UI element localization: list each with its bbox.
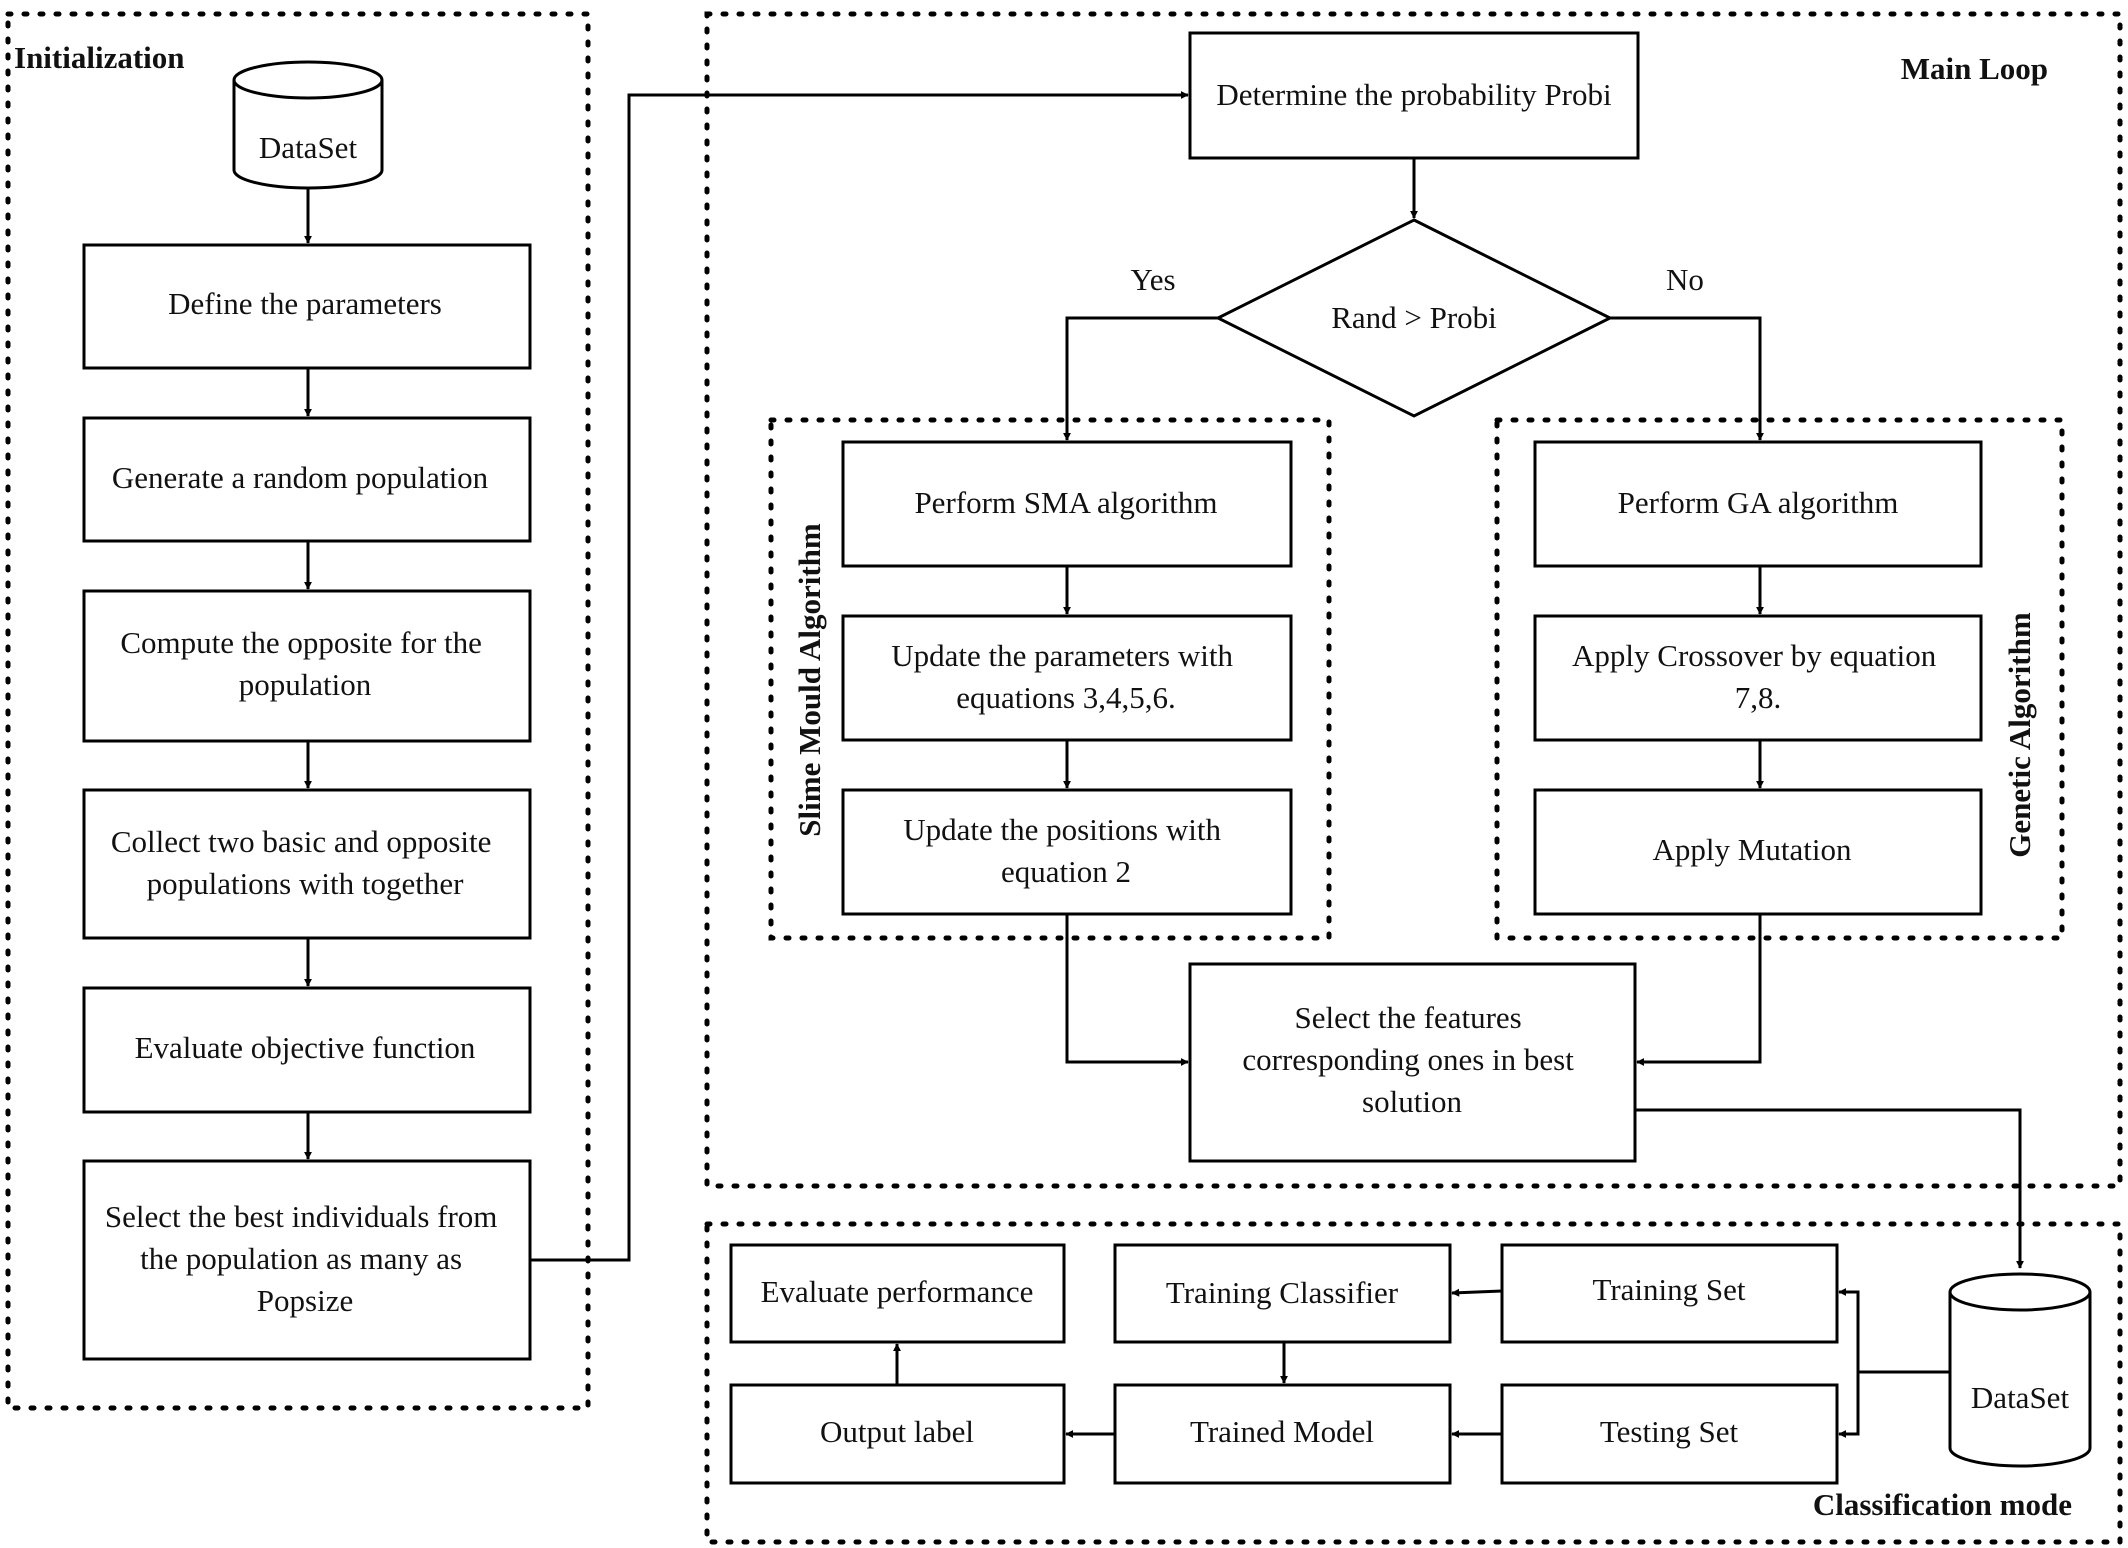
ga-crossover-label: Apply Crossover by equation 7,8. <box>1572 638 1944 715</box>
select-best-label: Select the best individuals from the pop… <box>105 1199 505 1318</box>
trained-model-box <box>1113 1383 1452 1485</box>
testing-set-box <box>1500 1383 1839 1485</box>
training-classifier-label: Training Classifier <box>1166 1275 1399 1310</box>
ga-crossover-line-2: 7,8. <box>1735 680 1782 715</box>
testing-set-label: Testing Set <box>1600 1414 1739 1449</box>
classification-mode-title: Classification mode <box>1813 1487 2072 1522</box>
sma-update-positions-box <box>841 788 1293 916</box>
evaluate-performance-box <box>729 1243 1066 1344</box>
collect-populations-box <box>82 788 532 940</box>
training-set-label: Training Set <box>1592 1272 1745 1307</box>
arrow-sma-to-select-features <box>1065 914 1189 1066</box>
arrow-dataset-to-testing-set <box>1838 1372 1860 1438</box>
select-features-line-3: solution <box>1362 1084 1462 1119</box>
yes-label: Yes <box>1130 262 1175 297</box>
no-label: No <box>1666 262 1704 297</box>
determine-probability-box <box>1188 31 1640 160</box>
initialization-region <box>5 11 591 1411</box>
select-features-box <box>1188 962 1637 1163</box>
compute-opposite-label: Compute the opposite for the population <box>120 625 489 702</box>
sma-update-positions-label: Update the positions with equation 2 <box>903 812 1228 889</box>
output-label-box <box>729 1383 1066 1485</box>
collect-populations-label: Collect two basic and opposite populatio… <box>111 824 499 901</box>
select-best-box <box>82 1159 532 1361</box>
sma-perform-label: Perform SMA algorithm <box>914 485 1217 520</box>
compute-opposite-line-2: population <box>239 667 372 702</box>
arrow-dataset-to-training-set <box>1838 1288 1860 1372</box>
training-set-box <box>1500 1243 1839 1344</box>
sma-update-params-line-2: equations 3,4,5,6. <box>956 680 1176 715</box>
collect-populations-line-1: Collect two basic and opposite <box>111 824 492 859</box>
evaluate-performance-label: Evaluate performance <box>761 1274 1034 1309</box>
classify-dataset-cylinder <box>1948 1272 2092 1468</box>
main-loop-title: Main Loop <box>1901 51 2048 86</box>
classification-region <box>704 1221 2123 1545</box>
select-best-line-3: Popsize <box>257 1283 353 1318</box>
init-dataset-cylinder <box>232 60 384 190</box>
generate-population-label: Generate a random population <box>112 460 489 495</box>
sma-region <box>768 417 1332 941</box>
arrow-ga-to-select-features <box>1636 914 1762 1066</box>
arrow-training-set-to-classifier <box>1451 1288 1503 1297</box>
evaluate-objective-label: Evaluate objective function <box>135 1030 476 1065</box>
select-features-line-2: corresponding ones in best <box>1242 1042 1574 1077</box>
sma-update-params-box <box>841 614 1293 742</box>
ga-perform-box <box>1533 440 1983 568</box>
ga-mutation-label: Apply Mutation <box>1653 832 1852 867</box>
select-best-line-1: Select the best individuals from <box>105 1199 498 1234</box>
ga-perform-label: Perform GA algorithm <box>1618 485 1899 520</box>
initialization-title: Initialization <box>14 40 185 75</box>
select-best-line-2: the population as many as <box>140 1241 462 1276</box>
sma-update-positions-line-1: Update the positions with <box>903 812 1221 847</box>
ga-region <box>1494 417 2065 941</box>
arrow-select-features-to-dataset <box>1635 1108 2024 1269</box>
rand-decision-diamond <box>1214 218 1614 418</box>
define-parameters-box <box>82 243 532 370</box>
output-label-label: Output label <box>820 1414 974 1449</box>
sma-update-params-line-1: Update the parameters with <box>891 638 1233 673</box>
define-parameters-label: Define the parameters <box>168 286 442 321</box>
ga-region-title: Genetic Algorithm <box>2002 612 2037 858</box>
determine-probability-label: Determine the probability Probi <box>1216 77 1612 112</box>
ga-mutation-box <box>1533 788 1983 916</box>
sma-update-params-label: Update the parameters with equations 3,4… <box>891 638 1240 715</box>
sma-region-title: Slime Mould Algorithm <box>792 523 827 837</box>
collect-populations-line-2: populations with together <box>147 866 465 901</box>
evaluate-objective-box <box>82 986 532 1114</box>
init-dataset-label: DataSet <box>259 130 358 165</box>
sma-update-positions-line-2: equation 2 <box>1001 854 1131 889</box>
select-features-label: Select the features corresponding ones i… <box>1242 1000 1581 1119</box>
arrow-decision-no-to-ga <box>1610 316 1764 441</box>
generate-population-box <box>82 416 532 543</box>
arrow-decision-yes-to-sma <box>1063 316 1218 441</box>
arrow-select-to-determine <box>530 91 1189 1262</box>
main-loop-region <box>704 11 2123 1189</box>
compute-opposite-line-1: Compute the opposite for the <box>120 625 482 660</box>
trained-model-label: Trained Model <box>1190 1414 1374 1449</box>
select-features-line-1: Select the features <box>1295 1000 1522 1035</box>
classify-dataset-label: DataSet <box>1971 1380 2070 1415</box>
compute-opposite-box <box>82 589 532 743</box>
ga-crossover-line-1: Apply Crossover by equation <box>1572 638 1937 673</box>
decision-label: Rand > Probi <box>1331 300 1497 335</box>
ga-crossover-box <box>1533 614 1983 742</box>
